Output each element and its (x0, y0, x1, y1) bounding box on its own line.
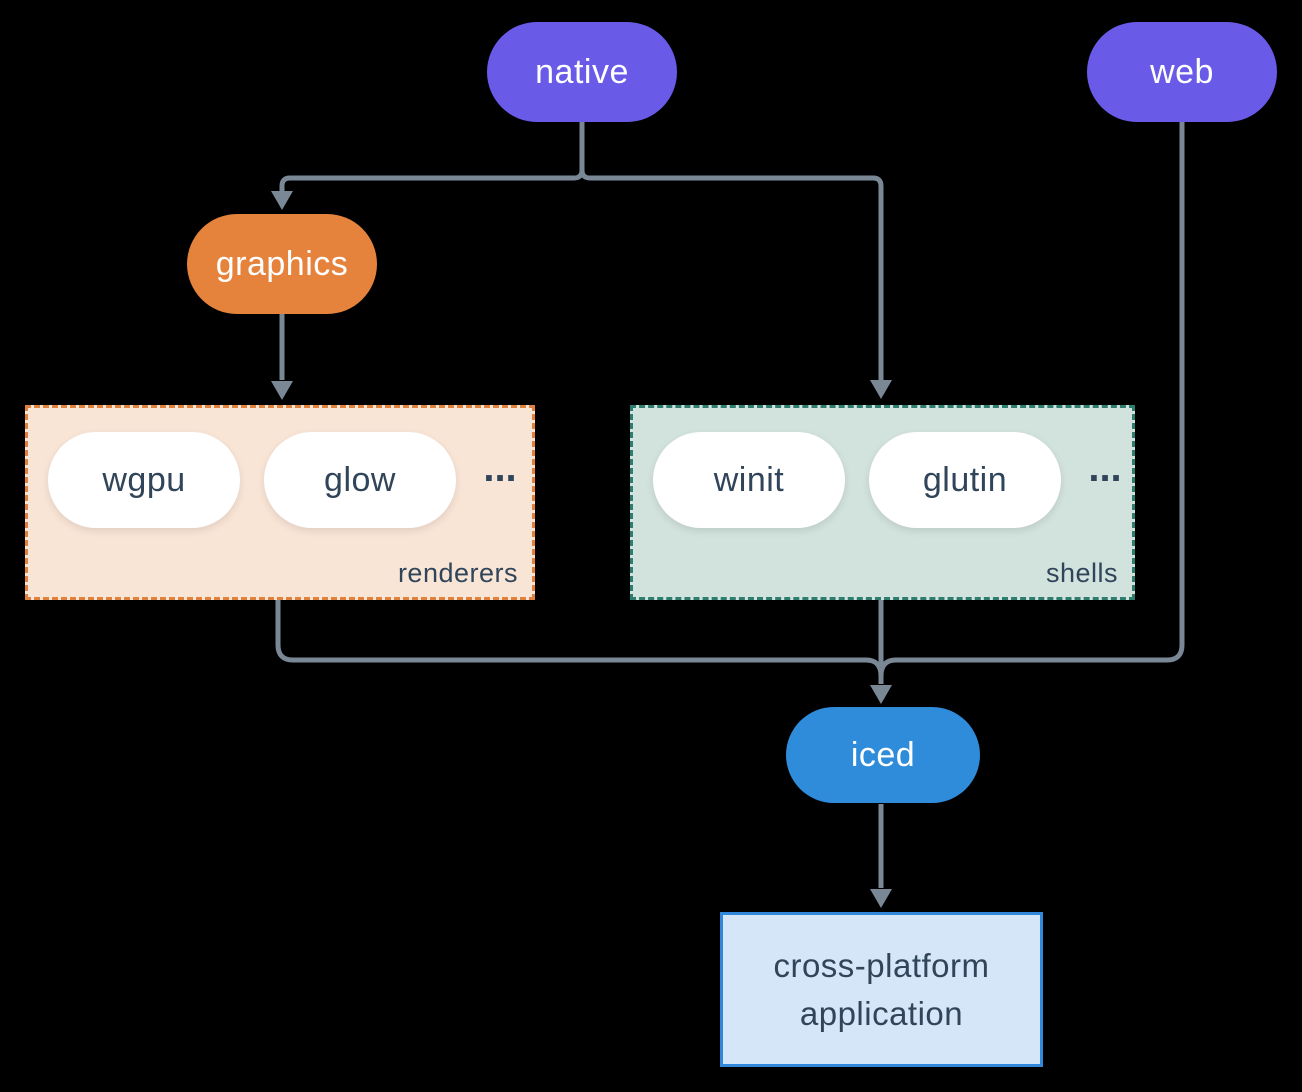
application-label-line2: application (799, 994, 964, 1032)
node-web: web (1087, 22, 1277, 122)
node-glutin-label: glutin (922, 460, 1008, 499)
group-renderers: wgpu glow ... renderers (25, 405, 535, 600)
edge-renderers-iced (275, 600, 884, 677)
node-glow-label: glow (324, 460, 396, 499)
node-cross-platform-application: cross-platform application (720, 912, 1043, 1067)
edge-native-graphics (279, 122, 585, 192)
node-wgpu: wgpu (48, 432, 240, 528)
edge-native-shells (579, 122, 884, 380)
renderers-ellipsis: ... (483, 446, 517, 490)
node-winit-label: winit (713, 460, 785, 499)
node-glow: glow (264, 432, 456, 528)
arrowhead-into-application (870, 889, 892, 908)
shells-ellipsis: ... (1088, 446, 1122, 490)
shells-group-label: shells (1045, 558, 1118, 588)
node-graphics: graphics (187, 214, 377, 314)
arrowhead-into-shells (870, 380, 892, 399)
node-iced-label: iced (850, 735, 916, 774)
node-glutin: glutin (869, 432, 1061, 528)
arrowhead-into-graphics (271, 191, 293, 210)
node-wgpu-label: wgpu (102, 460, 186, 499)
application-label-line1: cross-platform (773, 946, 990, 984)
arrowhead-into-iced (870, 685, 892, 704)
node-graphics-label: graphics (215, 244, 349, 283)
node-native-label: native (535, 52, 629, 91)
node-native: native (487, 22, 677, 122)
arrowhead-into-renderers (271, 381, 293, 400)
node-iced: iced (786, 707, 980, 803)
node-web-label: web (1150, 52, 1214, 91)
group-shells: winit glutin ... shells (630, 405, 1135, 600)
renderers-group-label: renderers (397, 558, 518, 588)
node-winit: winit (653, 432, 845, 528)
